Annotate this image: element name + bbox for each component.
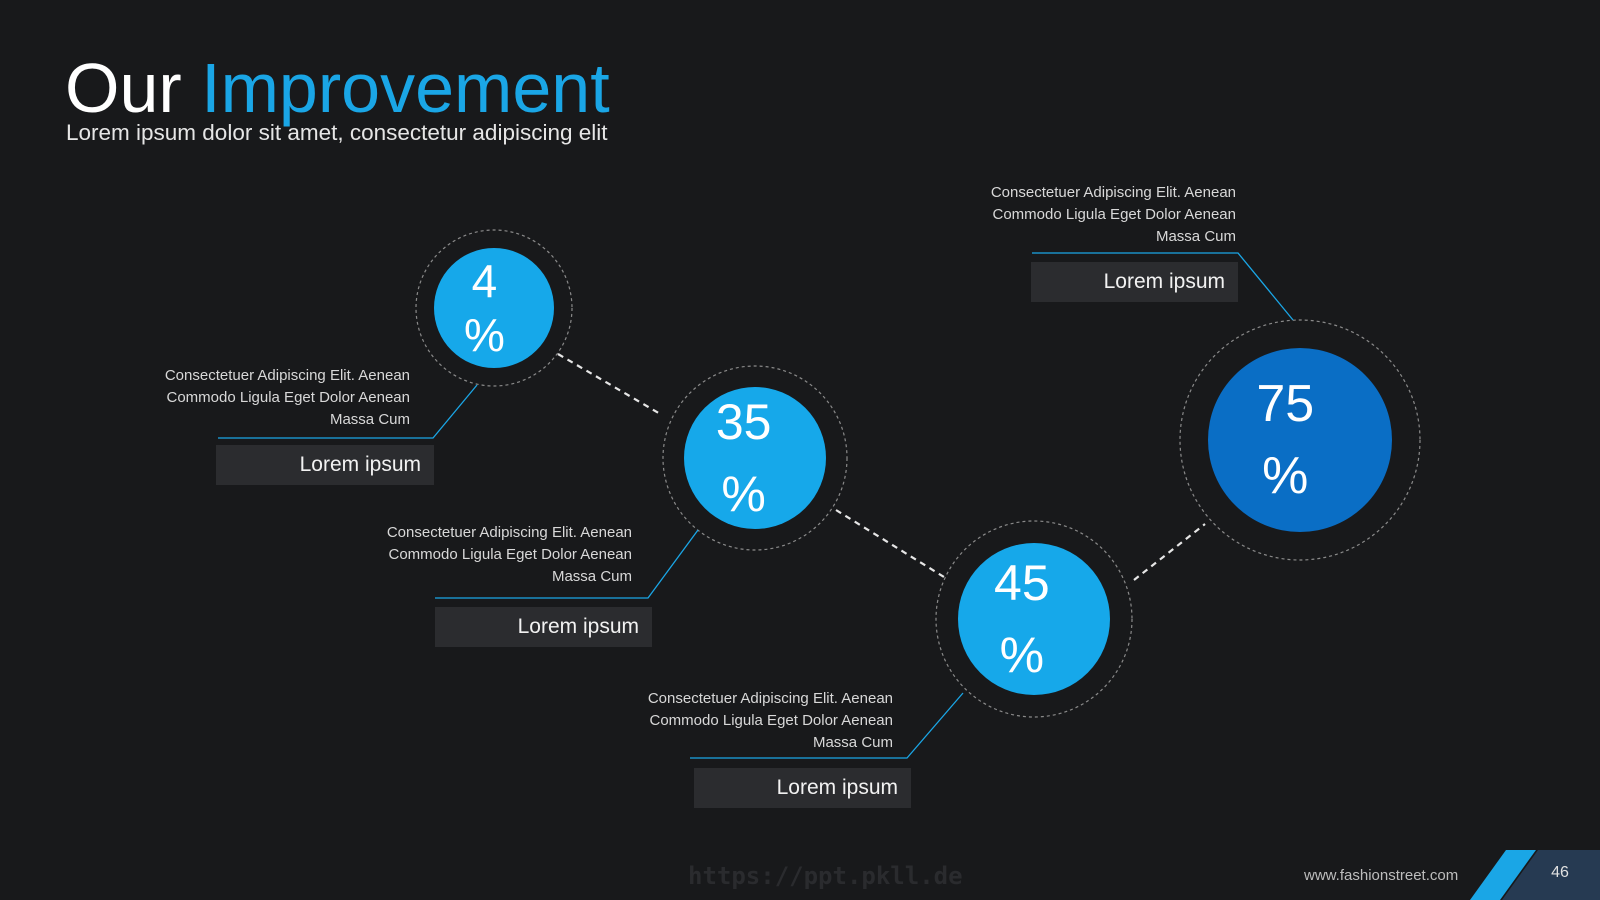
label-box-2: Lorem ipsum [435, 607, 652, 647]
metric-circle-4: 4 % [434, 248, 554, 368]
metric-value-4: 4 % [463, 255, 505, 361]
slide-title: Our Improvement [65, 46, 610, 130]
metric-circle-35: 35 % [684, 387, 826, 529]
connector-3-4 [1133, 523, 1206, 581]
corner-accent-blue [1470, 850, 1536, 900]
label-box-3: Lorem ipsum [694, 768, 911, 808]
footer-website: www.fashionstreet.com [1304, 867, 1459, 884]
description-3: Consectetuer Adipiscing Elit. Aenean Com… [647, 690, 893, 751]
corner-accent-dark [1502, 850, 1600, 900]
metric-value-45: 45 % [994, 555, 1050, 683]
ring-3 [935, 520, 1133, 718]
connector-2-3 [835, 509, 945, 578]
description-2: Consectetuer Adipiscing Elit. Aenean Com… [386, 524, 632, 585]
ring-1 [415, 229, 573, 387]
corner-accent [1470, 850, 1600, 900]
label-box-4: Lorem ipsum [1031, 262, 1238, 302]
ring-4 [1179, 319, 1421, 561]
metric-value-35: 35 % [715, 394, 772, 522]
metric-value-75: 75 % [1256, 375, 1315, 505]
title-word-1: Our [65, 49, 182, 127]
title-word-2: Improvement [201, 49, 610, 127]
metric-circle-45: 45 % [958, 543, 1110, 695]
ring-2 [662, 365, 848, 551]
metric-circle-75: 75 % [1208, 348, 1392, 532]
callout-line-1 [218, 384, 478, 439]
watermark: https://ppt.pkll.de [688, 862, 963, 890]
description-4: Consectetuer Adipiscing Elit. Aenean Com… [990, 184, 1236, 245]
callout-line-4 [1032, 252, 1294, 321]
slide-subtitle: Lorem ipsum dolor sit amet, consectetur … [66, 120, 608, 145]
connector-1-2 [557, 353, 663, 416]
callout-line-2 [435, 529, 699, 599]
description-1: Consectetuer Adipiscing Elit. Aenean Com… [164, 367, 410, 428]
label-box-1: Lorem ipsum [216, 445, 434, 485]
page-number: 46 [1551, 864, 1569, 881]
callout-line-3 [690, 692, 964, 759]
